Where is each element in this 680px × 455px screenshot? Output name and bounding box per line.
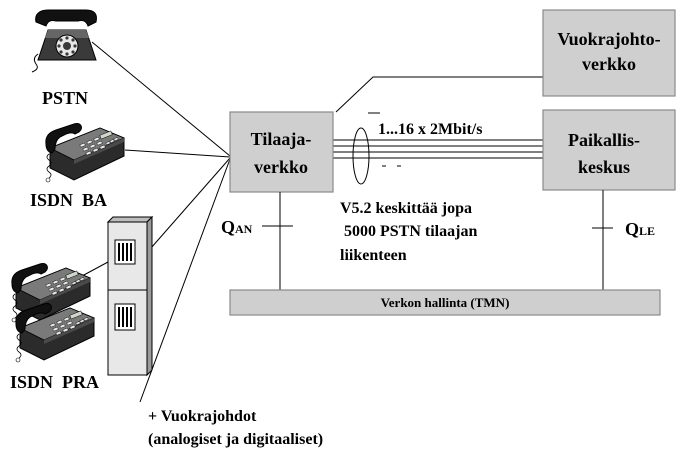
leased-line-network-label-1: Vuokrajohto- (557, 29, 660, 49)
access-network-label-2: verkko (254, 157, 308, 177)
local-exchange-box: Paikallis- keskus (542, 109, 676, 191)
network-management-box: Verkon hallinta (TMN) (229, 289, 661, 316)
leased-line (139, 158, 231, 403)
network-management-label: Verkon hallinta (TMN) (381, 295, 510, 310)
q-an-label: QAN (221, 217, 253, 237)
access-network-label-1: Tilaaja- (251, 129, 312, 149)
pstn-label: PSTN (42, 88, 88, 108)
local-exchange-label-1: Paikallis- (568, 130, 640, 150)
isdn-ba-phone-icon (45, 123, 125, 183)
v52-note-line-2: 5000 PSTN tilaajan (340, 223, 477, 240)
trunk-capacity-label: 1...16 x 2Mbit/s (378, 121, 482, 138)
v52-note-line-3: liikenteen (340, 247, 407, 264)
leased-lines-label: + Vuokrajohdot (148, 408, 257, 425)
leased-line-network-label-2: verkko (582, 54, 636, 74)
pra-phone-line (81, 261, 109, 277)
leased-line-network-box: Vuokrajohto- verkko (542, 9, 676, 97)
pbx-cabinet-icon (106, 215, 154, 377)
leased-lines-sublabel: (analogiset ja digitaaliset) (148, 431, 323, 448)
q-le-label: QLE (625, 219, 655, 239)
bundle-ellipse (352, 127, 370, 185)
local-exchange-label-2: keskus (578, 157, 630, 177)
v52-trunk-bundle (333, 112, 543, 185)
isdn-ba-label: ISDN BA (30, 190, 107, 210)
subscriber-lines (81, 41, 231, 403)
access-network-box: Tilaaja- verkko (229, 111, 334, 193)
isdn-pra-label: ISDN PRA (10, 372, 99, 392)
leased-network-link (335, 76, 543, 113)
pstn-line (91, 41, 231, 157)
q-an-interface: QAN (221, 192, 293, 290)
isdn-pra-line (150, 157, 231, 249)
v52-note-line-1: V5.2 keskittää jopa (340, 200, 472, 217)
q-le-interface: QLE (592, 190, 655, 290)
isdn-ba-line (124, 149, 231, 158)
pstn-phone-icon (31, 9, 97, 73)
